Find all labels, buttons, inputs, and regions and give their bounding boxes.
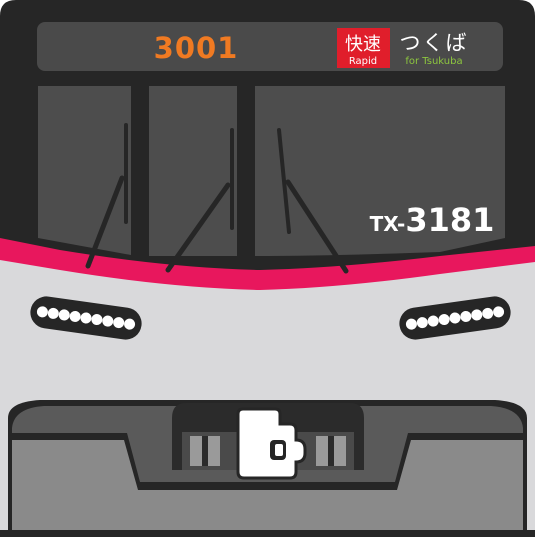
car-number-prefix: TX- — [370, 212, 406, 236]
coupler-pin-inner — [275, 444, 283, 456]
train-number: 3001 — [154, 31, 239, 65]
coupler-slot-left — [202, 436, 208, 466]
service-type-badge — [337, 28, 390, 68]
wiper-left — [85, 123, 128, 269]
skirt-lower — [12, 440, 523, 537]
car-number: 3181 — [405, 201, 494, 239]
wiper-center — [165, 128, 234, 273]
service-type-romaji: Rapid — [349, 56, 377, 67]
window-left — [38, 86, 131, 255]
destination-name: つくば — [400, 31, 469, 55]
service-type-label: 快速 — [345, 34, 381, 55]
window-center — [149, 86, 237, 256]
bottom-edge — [0, 530, 535, 537]
window-right — [255, 86, 505, 256]
svg-text:TX-3181: TX-3181 — [370, 201, 495, 239]
destination-romaji: for Tsukuba — [405, 56, 462, 67]
wiper-right — [277, 128, 349, 274]
headlight-right — [399, 296, 511, 340]
headlight-left — [30, 296, 142, 340]
coupler-slot-right — [328, 436, 334, 466]
accent-stripe — [0, 238, 535, 290]
